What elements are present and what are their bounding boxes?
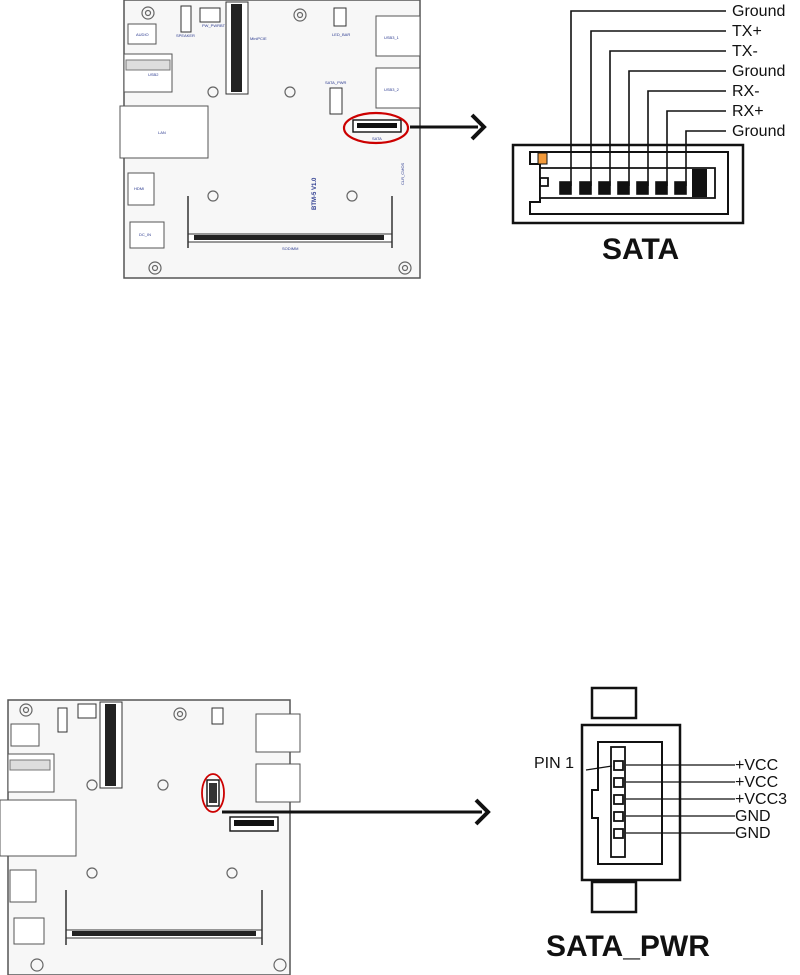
mpcie-label: MiniPCIE (250, 36, 267, 41)
sata-pwr-pin-2-label: +VCC (735, 774, 778, 791)
motherboard-top: AUDIO USB2 LAN HDMI DC_IN SPEAKER PW_PWR… (120, 0, 420, 278)
sata-pin-1-label: Ground (732, 3, 785, 20)
sata-board-label: SATA (372, 136, 382, 141)
sata-pointer-arrow (410, 115, 484, 139)
sata-pin-3-label: TX- (732, 43, 758, 60)
usb3-2-label: USB3_2 (384, 87, 400, 92)
sodimm-label: SODIMM (282, 246, 298, 251)
usb3-1-label: USB3_1 (384, 35, 400, 40)
dc-in-label: DC_IN (139, 232, 151, 237)
sata-pwr-title: SATA_PWR (546, 930, 710, 963)
sata-pin-4-label: Ground (732, 63, 785, 80)
sata-pwr-label: SATA_PWR (325, 80, 347, 85)
speaker-label: SPEAKER (176, 33, 195, 38)
sata-pwr-pin-5-label: GND (735, 825, 771, 842)
sata-connector-detail: Ground TX+ TX- Ground RX- RX+ Ground SAT… (513, 3, 785, 266)
clr-cmos-label: CLR_CMOS (400, 162, 405, 185)
sata-pin-2-label: TX+ (732, 23, 762, 40)
sata-pwr-pin-3-label: +VCC3 (735, 791, 787, 808)
hdmi-port-label: HDMI (134, 186, 144, 191)
board-name-label: BTM-5 V1.0 (312, 177, 318, 210)
sata-pin-5-label: RX- (732, 83, 760, 100)
sata-pin-7-label: Ground (732, 123, 785, 140)
sata-pwr-pin-4-label: GND (735, 808, 771, 825)
motherboard-bottom (0, 700, 300, 975)
usb2-port-label: USB2 (148, 72, 159, 77)
sata-title: SATA (602, 233, 679, 266)
sata-pwr-pin-1-label: +VCC (735, 757, 778, 774)
audio-port-label: AUDIO (136, 32, 149, 37)
sata-pin-6-label: RX+ (732, 103, 764, 120)
lan-port-label: LAN (158, 130, 166, 135)
sata-pwr-connector-detail: PIN 1 +VCC +VCC +VCC3 GND GND SATA_PWR (534, 688, 787, 963)
led-bar-label: LED_BAR (332, 32, 350, 37)
pwr-btn-label: PW_PWRBT (202, 23, 226, 28)
pin-1-indicator: PIN 1 (534, 755, 574, 772)
